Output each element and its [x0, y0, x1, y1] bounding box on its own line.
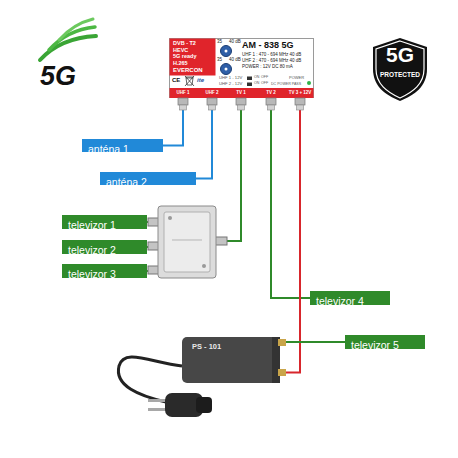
plug-pin	[148, 408, 167, 411]
box-label: televizor 2	[62, 243, 122, 257]
cable-line	[286, 341, 345, 343]
antenna-label-box: anténa 2	[100, 172, 196, 185]
device-text: EVERCON	[173, 67, 203, 73]
f-connector	[295, 98, 305, 105]
f-connector	[236, 98, 246, 105]
splitter-body	[158, 206, 216, 278]
device-text: DVB - T2	[173, 41, 196, 47]
protection-shield: 5G PROTECTED	[370, 36, 430, 102]
screw	[202, 264, 206, 268]
f-connector-tip	[238, 105, 245, 110]
plug-pin	[148, 399, 167, 402]
device-text: POWER	[289, 76, 304, 80]
device-text: OFF	[261, 76, 268, 80]
device-text: OFF	[261, 82, 268, 86]
amplifier-body	[170, 39, 314, 98]
signal-arc	[49, 27, 95, 50]
waste-bin-icon	[185, 76, 194, 86]
tv-label-box: televizor 3	[62, 264, 147, 278]
box-label: televizor 5	[345, 338, 405, 352]
device-text: CE	[172, 77, 180, 83]
device-text: UHF 2 : 470 - 694 MHz 40 dB	[242, 59, 301, 64]
device-text: DC POWER PASS	[271, 83, 301, 87]
device-text: UHF 2 - 12V	[219, 82, 242, 86]
device-text: 35	[217, 58, 222, 63]
device-text: ite	[197, 77, 204, 83]
box-label: anténa 2	[100, 176, 153, 189]
device-text: ON	[254, 82, 259, 86]
device-text: 35	[217, 40, 222, 45]
node-outline	[180, 333, 286, 387]
tv-label-box: televizor 4	[310, 291, 390, 305]
signal-arc	[59, 19, 93, 40]
plug-grip	[196, 397, 212, 413]
knob-dot	[225, 68, 228, 71]
power-supply-body	[182, 337, 278, 383]
device-text: UHF 1	[176, 91, 189, 96]
box-label: televizor 1	[62, 218, 122, 232]
dc-switch	[247, 77, 252, 81]
device-text: HEVC	[173, 48, 188, 54]
signal-arc	[40, 36, 96, 60]
knob-dot	[225, 50, 228, 53]
splitter-cover	[164, 212, 210, 272]
device-text: UHF 2	[205, 91, 218, 96]
power-supply-connector	[278, 369, 286, 376]
gain-knob	[221, 46, 232, 57]
gain-knob	[221, 64, 232, 75]
logo-text: 5G	[40, 62, 76, 92]
power-supply-connector	[278, 339, 286, 346]
device-text: POWER : 12V DC 80 mA	[242, 65, 293, 70]
tv-label-box: televizor 5	[345, 335, 425, 349]
splitter-rib	[172, 240, 202, 241]
device-text: 5G	[386, 44, 414, 65]
shield-inner-line	[376, 41, 424, 98]
shield-outline	[373, 38, 427, 101]
cable-line	[163, 110, 183, 146]
device-text: AM - 838 5G	[242, 41, 294, 50]
device-text: H.265	[173, 61, 188, 67]
power-supply: PS - 101	[180, 333, 286, 387]
cable-line	[271, 110, 310, 298]
amplifier-port-strip	[170, 88, 314, 98]
device-text: UHF 1 : 470 - 694 MHz 40 dB	[242, 53, 301, 58]
device-text: 40 dB	[229, 58, 241, 63]
device-text: TV 1	[236, 91, 246, 96]
antenna-label-box: anténa 1	[82, 139, 163, 152]
amplifier-red-panel	[170, 39, 216, 76]
power-led	[307, 81, 311, 85]
device-text: TV 3 + 12V	[289, 91, 312, 96]
dc-switch	[247, 83, 252, 87]
f-connector	[266, 98, 276, 105]
device-text: ON	[254, 76, 259, 80]
box-label: televizor 3	[62, 267, 122, 281]
device-text: PROTECTED	[380, 72, 420, 79]
tv-label-box: televizor 2	[62, 240, 147, 254]
tv-label-box: televizor 1	[62, 215, 147, 229]
f-connector-tip	[268, 105, 275, 110]
cable-line	[286, 110, 300, 373]
f-connector	[178, 98, 188, 105]
box-label: televizor 4	[310, 294, 370, 308]
f-connector	[207, 98, 217, 105]
device-text: 40 dB	[229, 40, 241, 45]
device-text: PS - 101	[192, 343, 221, 351]
f-connector-tip	[209, 105, 216, 110]
f-connector-tip	[180, 105, 187, 110]
device-text: 5G ready	[173, 54, 197, 60]
splitter-device	[148, 206, 227, 278]
box-label: anténa 1	[82, 143, 135, 156]
screw	[168, 216, 172, 220]
device-text: TV 2	[266, 91, 276, 96]
f-connector-tip	[297, 105, 304, 110]
amplifier-device: DVB - T2HEVC5G readyH.265EVERCON AM - 838…	[169, 38, 314, 110]
cable-line	[196, 110, 212, 179]
device-text: UHF 1 - 12V	[219, 76, 242, 80]
